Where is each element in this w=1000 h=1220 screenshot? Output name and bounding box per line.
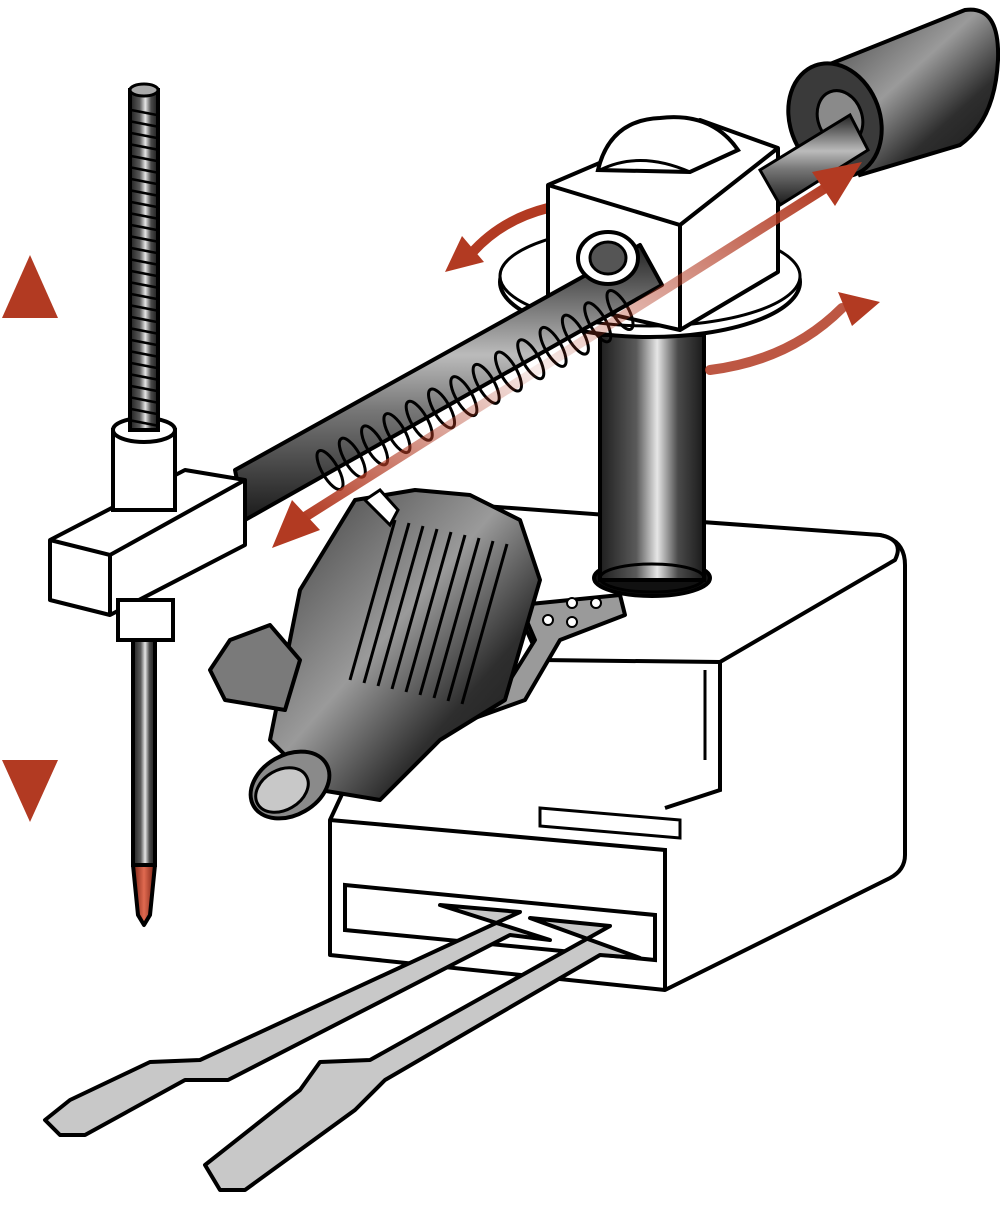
probe-thread xyxy=(130,154,158,163)
probe-thread xyxy=(130,292,158,301)
cooling-fin xyxy=(446,540,495,702)
lead-screw xyxy=(233,112,870,522)
probe-thread xyxy=(130,108,158,117)
probe-thread xyxy=(130,212,158,220)
probe-thread xyxy=(130,281,158,289)
cooling-fin xyxy=(348,519,397,681)
screw-thread xyxy=(605,289,635,331)
support-column xyxy=(592,333,712,598)
cooling-fin xyxy=(376,525,425,687)
probe-thread xyxy=(130,361,158,370)
sampling-probe xyxy=(128,82,160,927)
probe-thread xyxy=(130,235,158,243)
probe-thread xyxy=(130,143,158,151)
probe-thread xyxy=(130,246,158,255)
screw-thread xyxy=(538,325,568,368)
probe-thread xyxy=(130,223,158,232)
probe-thread xyxy=(130,200,158,209)
vertical-arrow xyxy=(2,255,58,822)
probe-thread xyxy=(130,258,158,266)
cooling-fin xyxy=(390,528,439,690)
camera-cooling-fins xyxy=(348,519,509,705)
probe-rod-threads xyxy=(130,108,158,427)
probe-thread xyxy=(130,350,158,358)
probe-thread xyxy=(130,327,158,335)
screw-threads xyxy=(315,289,635,491)
probe-thread xyxy=(130,166,158,174)
probe-thread xyxy=(130,120,158,128)
probe-thread xyxy=(130,304,158,312)
probe-thread xyxy=(130,269,158,278)
cooling-fin xyxy=(418,534,467,696)
screw-thread xyxy=(560,313,590,356)
probe-thread xyxy=(130,131,158,140)
cooling-fin xyxy=(432,537,481,699)
screw-thread xyxy=(516,338,546,381)
probe-arm-block xyxy=(48,416,247,642)
cooling-fin xyxy=(362,522,411,684)
cooling-fin xyxy=(404,531,453,693)
extension-arrow xyxy=(272,162,862,548)
screw-thread xyxy=(471,362,501,405)
probe-thread xyxy=(130,373,158,381)
probe-thread xyxy=(130,189,158,197)
probe-thread xyxy=(130,419,158,427)
screw-thread xyxy=(583,301,613,344)
probe-thread xyxy=(130,177,158,186)
probe-thread xyxy=(130,315,158,324)
sample-tray-rails xyxy=(43,903,642,1192)
probe-thread xyxy=(130,407,158,416)
probe-thread xyxy=(130,384,158,393)
probe-thread xyxy=(130,396,158,404)
probe-thread xyxy=(130,338,158,347)
cooling-fin xyxy=(460,543,509,705)
rotation-arrows xyxy=(445,203,880,375)
screw-thread xyxy=(493,350,523,393)
